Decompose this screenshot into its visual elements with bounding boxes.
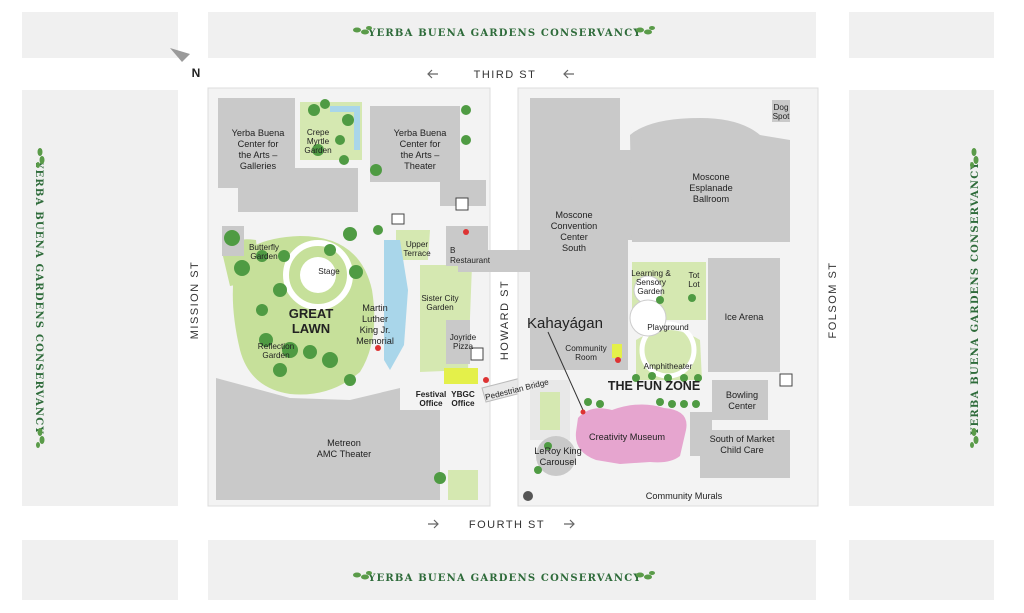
banner-left: YERBA BUENA GARDENS CONSERVANCY: [33, 148, 45, 448]
street-labels: THIRD ST FOURTH ST MISSION ST HOWARD ST …: [189, 69, 839, 531]
svg-text:YERBA BUENA GARDENS CONSERVANC: YERBA BUENA GARDENS CONSERVANCY: [970, 161, 981, 435]
first-aid-icon: [375, 229, 621, 383]
compass-label: N: [192, 66, 201, 80]
fountain: [384, 240, 408, 370]
leaf-icon: [353, 571, 655, 580]
label-ice-arena: Ice Arena: [725, 312, 765, 322]
restroom-icon: [391, 197, 793, 387]
joyride-pizza-building: [446, 320, 470, 364]
banner-top: YERBA BUENA GARDENS CONSERVANCY: [353, 26, 655, 39]
moscone-esplanade-building: [630, 118, 790, 242]
street-third: THIRD ST: [474, 69, 537, 81]
svg-text:YERBA BUENA GARDENS CONSERVANC: YERBA BUENA GARDENS CONSERVANCY: [367, 573, 641, 584]
trees-west: [224, 99, 471, 484]
west-block: [207, 87, 557, 507]
great-lawn-area: [232, 236, 375, 395]
street-howard: HOWARD ST: [499, 280, 511, 360]
kahayagan-callout: Kahayágan: [527, 315, 603, 415]
leaf-icon: [353, 26, 655, 35]
label-community-murals: Community Murals: [646, 491, 723, 501]
street-folsom: FOLSOM ST: [827, 261, 839, 338]
north-arrow-icon: N: [170, 48, 200, 80]
leaf-icon: [36, 148, 45, 448]
metreon-building: [216, 378, 440, 500]
label-stage: Stage: [318, 267, 340, 276]
svg-text:YERBA BUENA GARDENS CONSERVANC: YERBA BUENA GARDENS CONSERVANCY: [33, 160, 44, 434]
street-fourth: FOURTH ST: [469, 519, 545, 531]
label-amphitheater: Amphitheater: [644, 362, 693, 371]
label-playground: Playground: [647, 323, 689, 332]
street-mission: MISSION ST: [189, 261, 201, 340]
bowling-building: [712, 380, 768, 420]
label-kahayagan: Kahayágan: [527, 315, 603, 332]
svg-text:YERBA BUENA GARDENS CONSERVANC: YERBA BUENA GARDENS CONSERVANCY: [367, 28, 641, 39]
creativity-museum-building: [575, 404, 687, 464]
ybca-theater-building: [370, 106, 486, 206]
trees-east: [534, 294, 702, 474]
leaf-icon: [970, 148, 979, 448]
label-creativity-museum: Creativity Museum: [589, 432, 665, 442]
east-block: [458, 87, 819, 507]
moscone-south-building: [530, 98, 640, 370]
conservancy-blocks: [22, 12, 994, 600]
arrow-left-icon: [427, 69, 574, 79]
ybgc-office-highlight: [444, 368, 478, 384]
ice-arena-building: [708, 258, 780, 372]
banner-bottom: YERBA BUENA GARDENS CONSERVANCY: [353, 571, 655, 584]
location-marker-icon: [580, 409, 586, 415]
label-fun-zone: THE FUN ZONE: [608, 379, 700, 393]
banner-right: YERBA BUENA GARDENS CONSERVANCY: [970, 148, 981, 448]
arrow-right-icon: [428, 519, 575, 529]
ybca-galleries-building: [218, 98, 358, 212]
connector-bridge: [458, 250, 530, 272]
child-care-building: [690, 412, 790, 478]
